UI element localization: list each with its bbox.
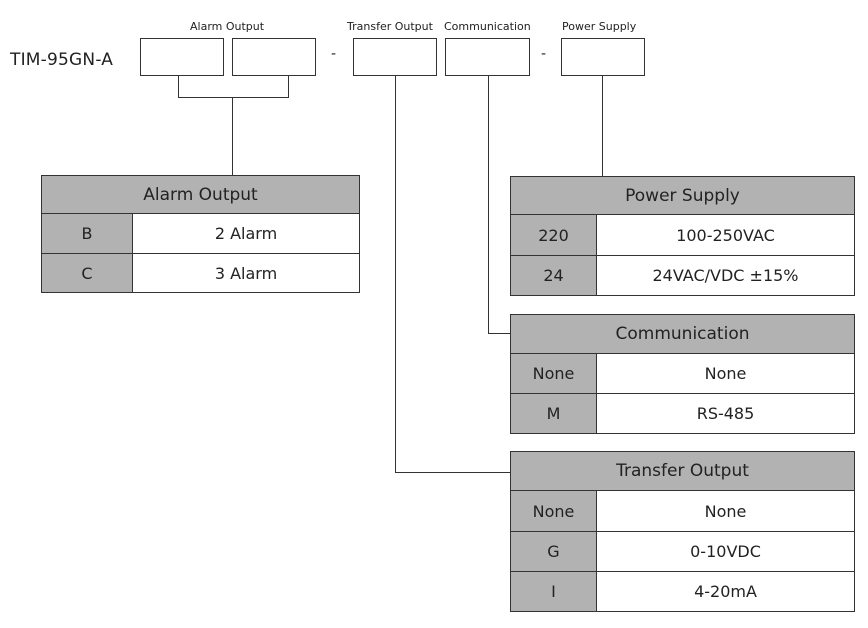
separator-dash-2: - <box>541 46 547 62</box>
option-code: G <box>511 532 597 571</box>
option-description: 4-20mA <box>694 582 757 601</box>
table-row: C 3 Alarm <box>42 254 359 292</box>
table-row: I 4-20mA <box>511 572 854 611</box>
header-power-supply: Power Supply <box>562 20 637 33</box>
option-description: RS-485 <box>696 404 755 423</box>
table-row: None None <box>511 491 854 532</box>
communication-box <box>445 38 530 76</box>
table-row: 24 24VAC/VDC ±15% <box>511 256 854 295</box>
option-code: I <box>511 572 597 611</box>
option-code: B <box>42 214 133 253</box>
alarm-output-table: Alarm Output B 2 Alarm C 3 Alarm <box>41 175 360 293</box>
header-alarm-output: Alarm Output <box>190 20 265 33</box>
communication-table-title: Communication <box>511 315 854 354</box>
header-communication: Communication <box>444 20 531 33</box>
option-description: 100-250VAC <box>676 225 775 245</box>
table-row: B 2 Alarm <box>42 214 359 254</box>
power-supply-table: Power Supply 220 100-250VAC 24 24VAC/VDC… <box>510 176 855 296</box>
option-description: None <box>704 364 747 383</box>
alarm-output-box-2 <box>232 38 316 76</box>
connector-communication-right <box>488 333 510 334</box>
alarm-output-box-1 <box>140 38 224 76</box>
table-row: G 0-10VDC <box>511 532 854 572</box>
option-description: 0-10VDC <box>690 542 761 561</box>
option-code: None <box>511 491 597 531</box>
connector-communication-down <box>488 76 489 334</box>
connector-alarm-bracket <box>178 97 289 98</box>
connector-transfer-right <box>395 472 510 473</box>
connector-alarm-down <box>232 97 233 176</box>
separator-dash-1: - <box>331 46 337 62</box>
alarm-output-table-title: Alarm Output <box>42 176 359 214</box>
connector-alarm-1 <box>178 76 179 98</box>
communication-table: Communication None None M RS-485 <box>510 314 855 434</box>
option-description: 3 Alarm <box>214 263 278 283</box>
transfer-output-box <box>353 38 437 76</box>
table-row: None None <box>511 354 854 394</box>
transfer-output-table: Transfer Output None None G 0-10VDC I 4-… <box>510 451 855 612</box>
option-code: 220 <box>511 215 597 255</box>
connector-transfer-down <box>395 76 396 473</box>
connector-alarm-2 <box>288 76 289 98</box>
option-code: None <box>511 354 597 393</box>
option-description: None <box>704 501 747 521</box>
option-description: 24VAC/VDC ±15% <box>652 266 799 285</box>
option-code: M <box>511 394 597 433</box>
model-prefix: TIM-95GN-A <box>10 50 114 70</box>
option-code: C <box>42 254 133 292</box>
table-row: 220 100-250VAC <box>511 215 854 256</box>
transfer-output-table-title: Transfer Output <box>511 452 854 491</box>
option-code: 24 <box>511 256 597 295</box>
option-description: 2 Alarm <box>214 224 278 243</box>
power-supply-box <box>561 38 645 76</box>
header-transfer-output: Transfer Output <box>347 20 433 33</box>
table-row: M RS-485 <box>511 394 854 433</box>
power-supply-table-title: Power Supply <box>511 177 854 215</box>
connector-power <box>602 76 603 176</box>
